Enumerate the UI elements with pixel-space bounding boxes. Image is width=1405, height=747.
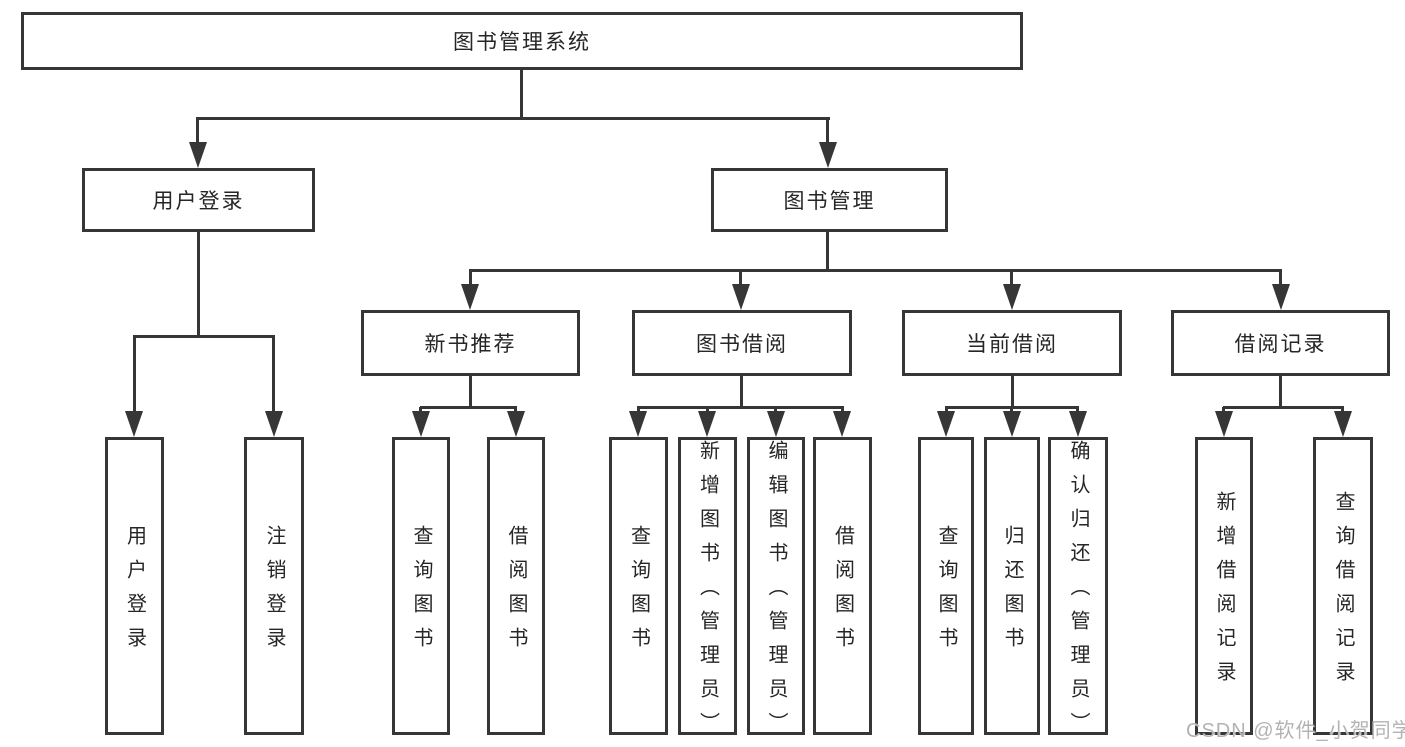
connector-line	[469, 376, 472, 408]
connector-user-login-rail	[133, 335, 275, 338]
connector-root-stem	[520, 69, 523, 118]
connector-line	[133, 336, 136, 414]
node-new-book-recommendation-label: 新书推荐	[424, 333, 517, 356]
arrow-down-icon	[937, 411, 955, 437]
leaf-return-books: 归还图书	[984, 437, 1040, 735]
connector-recommend-rail	[420, 406, 517, 409]
arrow-down-icon	[125, 411, 143, 437]
arrow-down-icon	[189, 142, 207, 168]
leaf-edit-books-admin: 编辑图书（管理员）	[747, 437, 805, 746]
arrow-down-icon	[767, 411, 785, 437]
leaf-current-query-books: 查询图书	[918, 437, 974, 735]
node-current-borrowing: 当前借阅	[902, 310, 1122, 376]
node-root: 图书管理系统	[21, 12, 1023, 70]
connector-line	[739, 270, 742, 288]
leaf-logout: 注销登录	[244, 437, 304, 735]
connector-line	[1011, 376, 1014, 408]
leaf-query-borrow-record-label: 查询借阅记录	[1332, 491, 1354, 695]
leaf-confirm-return-admin-label: 确认归还（管理员）	[1067, 440, 1089, 746]
leaf-add-books-admin-label: 新增图书（管理员）	[696, 440, 719, 746]
leaf-confirm-return-admin: 确认归还（管理员）	[1048, 437, 1108, 746]
leaf-query-borrow-record: 查询借阅记录	[1313, 437, 1373, 735]
leaf-add-borrow-record: 新增借阅记录	[1195, 437, 1253, 735]
connector-line	[1279, 376, 1282, 408]
leaf-recommend-query-books: 查询图书	[392, 437, 450, 735]
leaf-borrow-query-books: 查询图书	[609, 437, 668, 735]
leaf-user-login: 用户登录	[105, 437, 164, 735]
connector-line	[272, 336, 275, 414]
leaf-recommend-borrow-books: 借阅图书	[487, 437, 545, 735]
arrow-down-icon	[1215, 411, 1233, 437]
node-user-login: 用户登录	[82, 168, 315, 232]
node-book-management-label: 图书管理	[783, 190, 876, 213]
node-root-label: 图书管理系统	[453, 31, 591, 54]
arrow-down-icon	[1003, 284, 1021, 310]
node-new-book-recommendation: 新书推荐	[361, 310, 580, 376]
connector-borrowing-rail	[637, 406, 844, 409]
node-user-login-label: 用户登录	[152, 190, 245, 213]
node-borrowing-records-label: 借阅记录	[1234, 333, 1327, 356]
arrow-down-icon	[412, 411, 430, 437]
leaf-add-borrow-record-label: 新增借阅记录	[1213, 491, 1235, 695]
node-book-borrowing: 图书借阅	[632, 310, 852, 376]
arrow-down-icon	[265, 411, 283, 437]
leaf-logout-label: 注销登录	[263, 525, 285, 661]
arrow-down-icon	[698, 411, 716, 437]
node-borrowing-records: 借阅记录	[1171, 310, 1390, 376]
node-book-management: 图书管理	[711, 168, 948, 232]
connector-line	[469, 270, 472, 288]
leaf-borrow-query-books-label: 查询图书	[627, 525, 650, 661]
connector-line	[1010, 270, 1013, 288]
arrow-down-icon	[732, 284, 750, 310]
leaf-user-login-label: 用户登录	[123, 525, 146, 661]
connector-records-rail	[1223, 406, 1344, 409]
arrow-down-icon	[1334, 411, 1352, 437]
connector-level3-rail	[469, 269, 1282, 272]
arrow-down-icon	[833, 411, 851, 437]
arrow-down-icon	[1069, 411, 1087, 437]
watermark: CSDN @软件_小贺同学	[1186, 720, 1405, 742]
connector-level2-rail	[196, 117, 830, 120]
arrow-down-icon	[1272, 284, 1290, 310]
leaf-current-query-books-label: 查询图书	[935, 525, 957, 661]
leaf-return-books-label: 归还图书	[1001, 525, 1023, 661]
arrow-down-icon	[819, 142, 837, 168]
leaf-edit-books-admin-label: 编辑图书（管理员）	[765, 440, 787, 746]
connector-line	[1279, 270, 1282, 288]
node-book-borrowing-label: 图书借阅	[696, 333, 788, 356]
leaf-borrow-books: 借阅图书	[813, 437, 872, 735]
connector-book-management-stem	[826, 231, 829, 271]
leaf-recommend-query-books-label: 查询图书	[410, 525, 432, 661]
connector-user-login-stem	[197, 232, 200, 337]
arrow-down-icon	[1003, 411, 1021, 437]
connector-line	[740, 376, 743, 408]
leaf-borrow-books-label: 借阅图书	[831, 525, 854, 661]
connector-line	[826, 118, 829, 146]
arrow-down-icon	[629, 411, 647, 437]
arrow-down-icon	[461, 284, 479, 310]
connector-line	[196, 118, 199, 146]
leaf-add-books-admin: 新增图书（管理员）	[678, 437, 737, 746]
node-current-borrowing-label: 当前借阅	[966, 333, 1058, 356]
leaf-recommend-borrow-books-label: 借阅图书	[505, 525, 527, 661]
arrow-down-icon	[507, 411, 525, 437]
